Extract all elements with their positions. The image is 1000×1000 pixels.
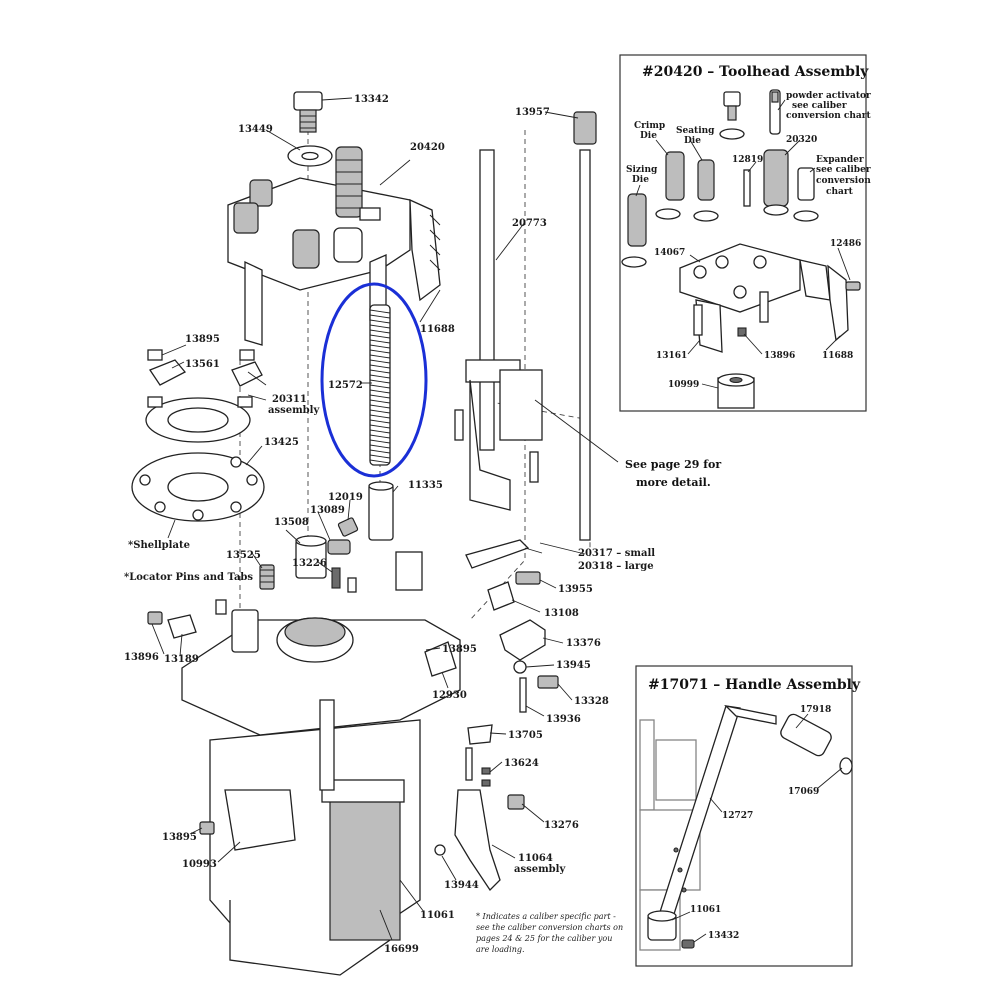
- label-12486: 12486: [830, 239, 861, 249]
- label-13955: 13955: [558, 584, 593, 595]
- label-10993: 10993: [182, 859, 217, 870]
- label-13945: 13945: [556, 660, 591, 671]
- leader-lines-main: [151, 97, 619, 941]
- label-shellplate: *Shellplate: [128, 540, 190, 551]
- label-13226: 13226: [292, 558, 327, 569]
- washer-13449: [287, 145, 333, 167]
- label-11688-inset: 11688: [822, 351, 853, 361]
- label-14067: 14067: [654, 248, 685, 258]
- label-17918: 17918: [800, 705, 831, 715]
- label-13895-b: 13895: [442, 644, 477, 655]
- press-frame: [181, 551, 461, 976]
- label-expander-conversion: conversion: [816, 176, 871, 186]
- label-13936: 13936: [546, 714, 581, 725]
- labels-main: 13342 13449 20420 13957 20773 11688 1257…: [124, 94, 721, 955]
- label-13342: 13342: [354, 94, 389, 105]
- label-seating-die: Die: [684, 136, 701, 146]
- footnote-line-3: pages 24 & 25 for the caliber you: [476, 934, 612, 943]
- label-16699: 16699: [384, 944, 419, 955]
- main-exploded-view: 13342 13449 20420 13957 20773 11688 1257…: [124, 91, 721, 976]
- toolhead-20420: [227, 146, 441, 346]
- linkage-right: [424, 539, 559, 713]
- label-locator: *Locator Pins and Tabs: [124, 572, 253, 583]
- label-sizing-die: Die: [632, 175, 649, 185]
- highlight-circle: [320, 282, 428, 478]
- label-13944: 13944: [444, 880, 479, 891]
- label-11688: 11688: [420, 324, 455, 335]
- label-13276: 13276: [544, 820, 579, 831]
- see-page-line2: more detail.: [636, 476, 711, 489]
- label-13525: 13525: [226, 550, 261, 561]
- primer-rod: [454, 111, 597, 541]
- handle-assembly-inset: #17071 – Handle Assembly 17918 17069 127…: [635, 665, 861, 967]
- label-10999: 10999: [668, 380, 699, 390]
- label-13328: 13328: [574, 696, 609, 707]
- toolhead-title: #20420 – Toolhead Assembly: [642, 64, 869, 80]
- label-13432: 13432: [708, 931, 739, 941]
- linkage-lower: [434, 724, 525, 892]
- label-20311-assembly: assembly: [268, 405, 320, 416]
- label-20318: 20318 – large: [578, 561, 654, 572]
- footnote-line-1: * Indicates a caliber specific part -: [476, 912, 616, 921]
- spring-12572: [369, 304, 391, 466]
- shellplate-13425: [131, 452, 265, 522]
- label-20420: 20420: [410, 142, 445, 153]
- screws-left: [147, 599, 227, 835]
- label-13957: 13957: [515, 107, 550, 118]
- label-13896-inset: 13896: [764, 351, 795, 361]
- label-20311: 20311: [272, 394, 307, 405]
- label-13895-a: 13895: [185, 334, 220, 345]
- bolt-13342: [293, 91, 323, 133]
- label-13895-c: 13895: [162, 832, 197, 843]
- label-13896: 13896: [124, 652, 159, 663]
- label-13449: 13449: [238, 124, 273, 135]
- label-expander: Expander: [816, 155, 864, 165]
- label-12019: 12019: [328, 492, 363, 503]
- label-20320: 20320: [786, 135, 817, 145]
- label-13624: 13624: [504, 758, 539, 769]
- see-page-line1: See page 29 for: [625, 458, 721, 471]
- label-expander-see: see caliber: [816, 165, 871, 175]
- label-13376: 13376: [566, 638, 601, 649]
- label-sizing: Sizing: [626, 165, 658, 175]
- label-20773: 20773: [512, 218, 547, 229]
- label-12727: 12727: [722, 811, 753, 821]
- label-powder-see-caliber: see caliber: [792, 101, 847, 111]
- label-13508: 13508: [274, 517, 309, 528]
- label-13189: 13189: [164, 654, 199, 665]
- label-13561: 13561: [185, 359, 220, 370]
- label-13161: 13161: [656, 351, 687, 361]
- label-expander-chart: chart: [826, 187, 854, 197]
- label-12930: 12930: [432, 690, 467, 701]
- handle-title: #17071 – Handle Assembly: [648, 677, 861, 693]
- label-11064: 11064: [518, 853, 553, 864]
- label-17069: 17069: [788, 787, 819, 797]
- sleeve-11335: [368, 481, 394, 541]
- label-11061: 11061: [420, 910, 455, 921]
- label-13089: 13089: [310, 505, 345, 516]
- label-12819: 12819: [732, 155, 763, 165]
- shellplate-assembly-20311: [145, 349, 263, 443]
- label-12572: 12572: [328, 380, 363, 391]
- label-11061-inset: 11061: [690, 905, 721, 915]
- label-crimp-die: Die: [640, 131, 657, 141]
- label-powder-conversion: conversion chart: [786, 111, 871, 121]
- footnote-line-4: are loading.: [476, 945, 525, 954]
- label-seating: Seating: [676, 126, 715, 136]
- small-parts-center: [259, 517, 359, 593]
- label-crimp: Crimp: [634, 121, 665, 131]
- footnote-line-2: see the caliber conversion charts on: [476, 923, 623, 932]
- label-13425: 13425: [264, 437, 299, 448]
- handle-labels: 17918 17069 12727 11061 13432: [690, 705, 831, 941]
- label-powder-activator: powder activator: [786, 91, 871, 101]
- toolhead-assembly-inset: #20420 – Toolhead Assembly: [619, 54, 871, 412]
- toolhead-labels: powder activator see caliber conversion …: [626, 91, 871, 390]
- label-11064-assembly: assembly: [514, 864, 566, 875]
- label-20317: 20317 – small: [578, 548, 655, 559]
- label-11335: 11335: [408, 480, 443, 491]
- label-13705: 13705: [508, 730, 543, 741]
- label-13108: 13108: [544, 608, 579, 619]
